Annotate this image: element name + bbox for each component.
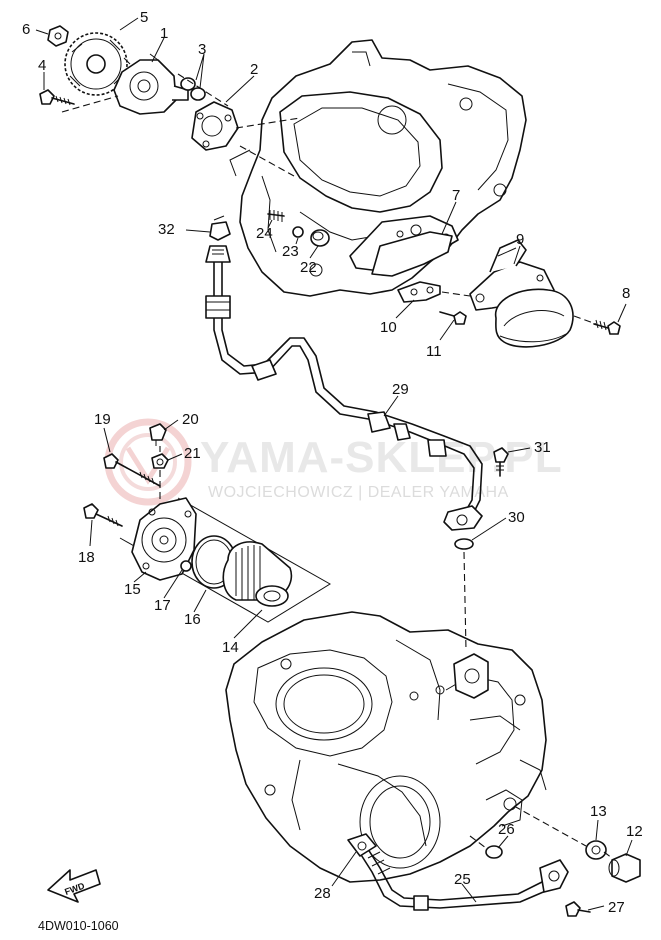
clip-32: [209, 215, 231, 241]
bolt-11: [439, 311, 467, 325]
bolt-18: [83, 503, 123, 527]
oil-pump-body: [113, 53, 189, 115]
watermark-sub-text: WOJCIECHOWICZ | DEALER YAMAHA: [208, 484, 509, 501]
bolt-19: [103, 453, 161, 487]
o-ring-17: [180, 560, 192, 572]
o-ring-3b: [190, 87, 206, 101]
callout-2: 2: [250, 61, 258, 78]
leader-lines: [35, 17, 633, 911]
watermark: YAMA-SKLEP.PL WOJCIECHOWICZ | DEALER YAM…: [104, 418, 563, 506]
callout-32: 32: [158, 221, 175, 238]
callout-15: 15: [124, 581, 141, 598]
callout-19: 19: [94, 411, 111, 428]
callout-18: 18: [78, 549, 95, 566]
callout-31: 31: [534, 439, 551, 456]
callout-9: 9: [516, 231, 524, 248]
callout-26: 26: [498, 821, 515, 838]
lower-oil-pipe: [347, 833, 569, 911]
callout-labels: 1 2 3 4 5 6 7 8 9 10 11 12 13 14 15 16 1…: [22, 9, 643, 916]
pump-gear: [64, 32, 128, 96]
bracket-10: [397, 281, 441, 303]
o-ring-23: [292, 226, 304, 238]
watermark-main-text: YAMA-SKLEP.PL: [200, 433, 563, 482]
washer-6: [47, 25, 69, 47]
bolt-8: [593, 319, 621, 335]
callout-13: 13: [590, 803, 607, 820]
callout-21: 21: [184, 445, 201, 462]
plug-22: [310, 229, 330, 247]
washer-13: [585, 840, 607, 860]
filter-cover: [131, 497, 197, 581]
plug-20: [149, 423, 167, 446]
callout-1: 1: [160, 25, 168, 42]
o-ring-26: [485, 845, 503, 859]
pump-gasket: [191, 101, 239, 151]
callout-4: 4: [38, 57, 46, 74]
callout-3: 3: [198, 41, 206, 58]
callout-24: 24: [256, 225, 273, 242]
washer-30: [454, 538, 474, 550]
oil-filter-group: [83, 423, 331, 623]
callout-14: 14: [222, 639, 239, 656]
small-parts-upper: [209, 210, 330, 247]
callout-10: 10: [380, 319, 397, 336]
oil-pump-group: [39, 25, 301, 177]
callout-11: 11: [426, 343, 442, 360]
callout-30: 30: [508, 509, 525, 526]
callout-7: 7: [452, 187, 460, 204]
bolt-31: [493, 447, 509, 477]
callout-27: 27: [608, 899, 625, 916]
callout-5: 5: [140, 9, 148, 26]
bolt-27: [565, 901, 591, 917]
fwd-arrow-icon: FWD: [47, 869, 101, 903]
diagram-code: 4DW010-1060: [38, 919, 119, 933]
plate-7: [371, 231, 453, 277]
stud-24: [267, 213, 285, 217]
watermark-logo: [104, 418, 192, 506]
callout-20: 20: [182, 411, 199, 428]
callout-22: 22: [300, 259, 317, 276]
callout-29: 29: [392, 381, 409, 398]
callout-12: 12: [626, 823, 643, 840]
callout-23: 23: [282, 243, 299, 260]
o-ring-3a: [180, 77, 196, 91]
callout-8: 8: [622, 285, 630, 302]
oil-strainer: [469, 239, 574, 348]
bolt-4: [39, 89, 75, 106]
lower-crankcase: [225, 611, 547, 883]
callout-28: 28: [314, 885, 331, 902]
oil-delivery-pipe: [205, 245, 483, 531]
callout-17: 17: [154, 597, 171, 614]
washer-21: [151, 453, 169, 469]
callout-25: 25: [454, 871, 471, 888]
oil-filter-element: [222, 541, 293, 607]
callout-16: 16: [184, 611, 201, 628]
drain-plug-12: [608, 853, 641, 883]
callout-6: 6: [22, 21, 30, 38]
